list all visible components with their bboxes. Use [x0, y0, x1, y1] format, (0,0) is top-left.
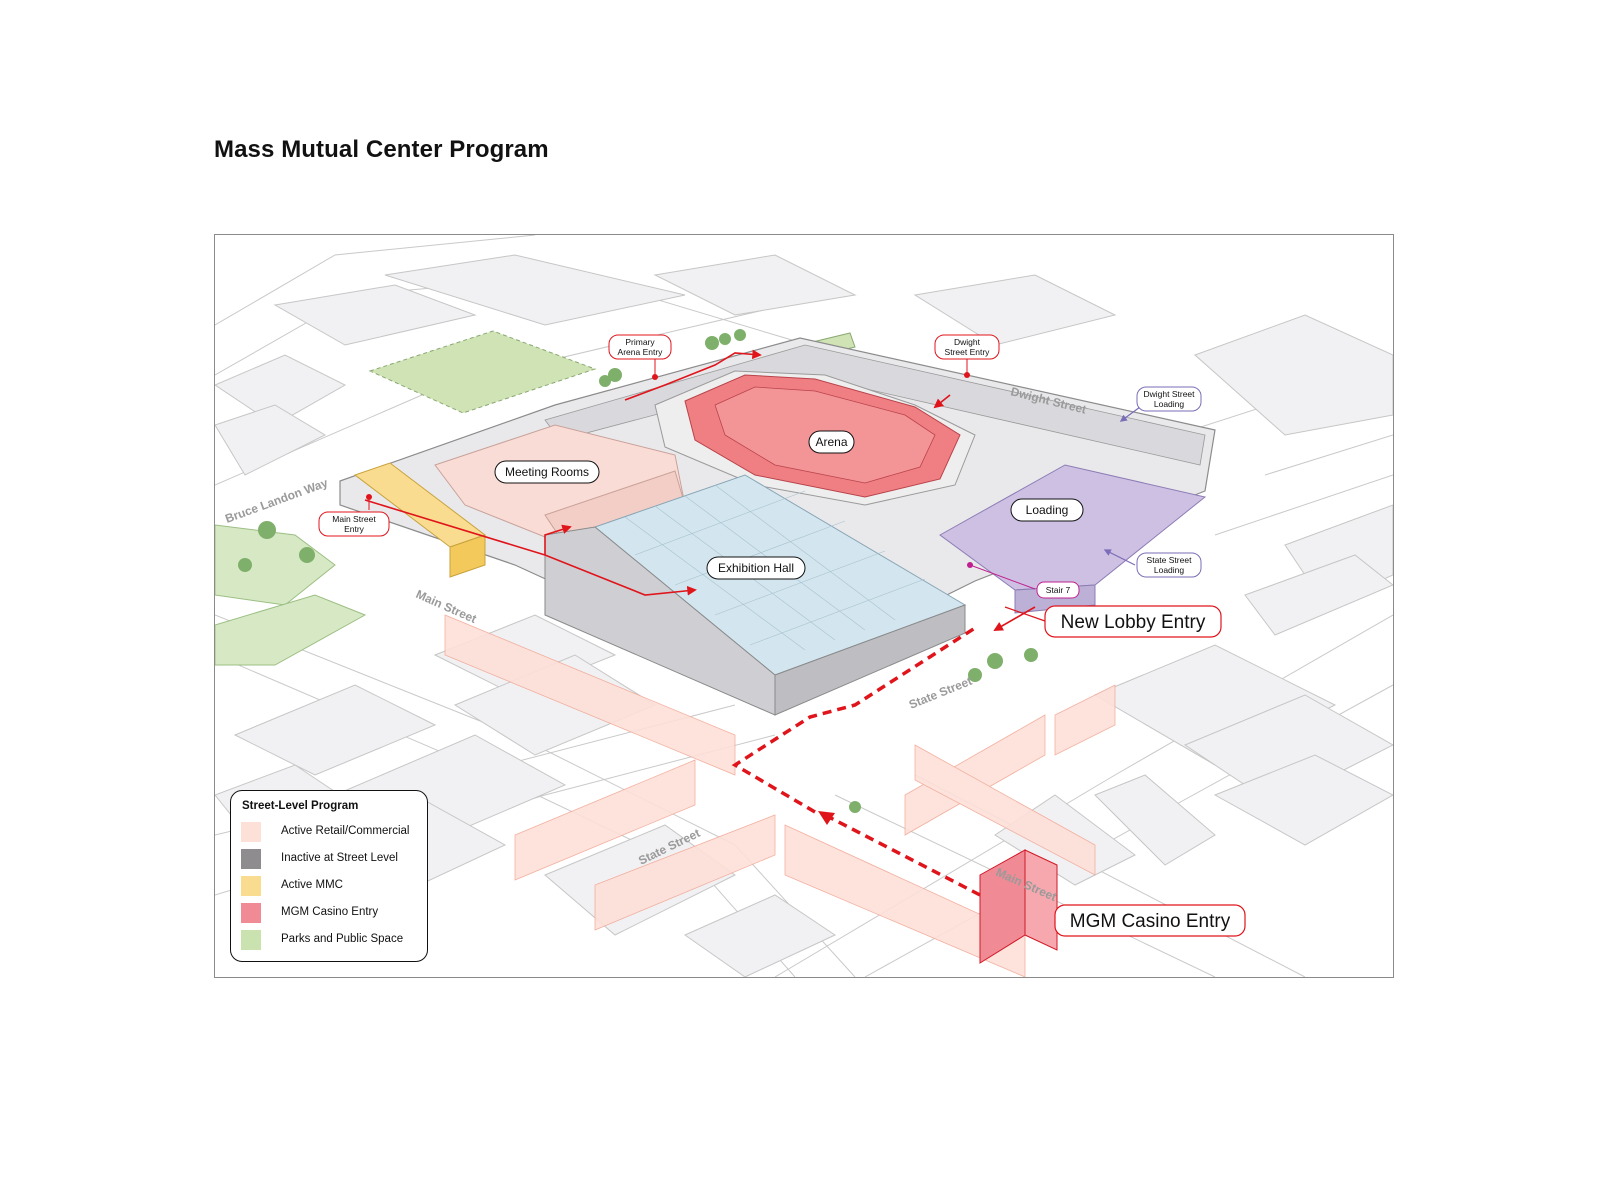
legend-label: Active MMC: [281, 879, 343, 891]
svg-text:Loading: Loading: [1154, 399, 1185, 409]
svg-text:Loading: Loading: [1154, 565, 1185, 575]
state-street-loading-callout: State Street Loading: [1136, 552, 1202, 578]
svg-text:MGM Casino Entry: MGM Casino Entry: [1070, 911, 1231, 932]
mgm-to-lobby-route: [731, 626, 981, 897]
stair-7-callout: Stair 7: [1036, 581, 1080, 599]
legend-title: Street-Level Program: [242, 800, 359, 812]
stair-7-marker: [967, 562, 1036, 590]
legend-swatch: [241, 930, 261, 950]
legend-label: Active Retail/Commercial: [281, 825, 410, 837]
entry-markers: [366, 359, 970, 510]
svg-text:Primary: Primary: [625, 337, 655, 347]
legend-swatch: [241, 876, 261, 896]
svg-text:Dwight: Dwight: [954, 337, 981, 347]
legend-label: Parks and Public Space: [281, 933, 404, 945]
street-level-program-legend: Street-Level Program Active Retail/Comme…: [230, 790, 428, 962]
exhibition-hall-label: Exhibition Hall: [706, 556, 806, 580]
svg-text:State Street: State Street: [1147, 555, 1193, 565]
legend-item-parks: Parks and Public Space: [241, 930, 425, 950]
svg-text:Entry: Entry: [344, 524, 365, 534]
arena-label: Arena: [808, 430, 855, 454]
primary-entry-routes: [364, 349, 1036, 631]
legend-item-active-mmc: Active MMC: [241, 876, 425, 896]
svg-text:Main Street: Main Street: [332, 514, 376, 524]
svg-text:Stair 7: Stair 7: [1046, 585, 1071, 595]
main-street-entry-callout: Main Street Entry: [318, 511, 390, 537]
active-retail-facades: [444, 614, 1116, 977]
route-arrow-head: [818, 811, 835, 825]
street-label-bruce-landon-way: Bruce Landon Way: [223, 476, 330, 526]
street-label-state-right: State Street: [907, 674, 974, 712]
legend-label: Inactive at Street Level: [281, 852, 398, 864]
legend-swatch: [241, 903, 261, 923]
legend-item-active-retail: Active Retail/Commercial: [241, 822, 425, 842]
meeting-rooms-label: Meeting Rooms: [494, 460, 600, 484]
loading-label: Loading: [1010, 498, 1084, 522]
site-diagram-frame: Dwight Street Bruce Landon Way Main Stre…: [214, 234, 1394, 978]
legend-item-inactive: Inactive at Street Level: [241, 849, 425, 869]
mgm-casino-entry-building: [979, 849, 1058, 964]
svg-text:Meeting Rooms: Meeting Rooms: [505, 465, 589, 479]
page-title: Mass Mutual Center Program: [214, 136, 549, 163]
svg-text:Exhibition Hall: Exhibition Hall: [718, 561, 794, 575]
svg-text:Loading: Loading: [1026, 503, 1069, 517]
svg-text:Arena: Arena: [815, 435, 847, 449]
legend-swatch: [241, 849, 261, 869]
svg-text:New Lobby Entry: New Lobby Entry: [1061, 612, 1206, 633]
legend-label: MGM Casino Entry: [281, 906, 379, 918]
new-lobby-entry-callout: New Lobby Entry: [1004, 605, 1222, 638]
primary-arena-entry-callout: Primary Arena Entry: [608, 334, 672, 360]
legend-item-mgm-casino-entry: MGM Casino Entry: [241, 903, 425, 923]
svg-text:Arena Entry: Arena Entry: [618, 347, 664, 357]
loading-arrows: [1103, 406, 1141, 566]
mgm-casino-entry-callout: MGM Casino Entry: [1054, 904, 1246, 937]
legend-swatch: [241, 822, 261, 842]
svg-text:Dwight Street: Dwight Street: [1143, 389, 1195, 399]
isometric-site-diagram: Dwight Street Bruce Landon Way Main Stre…: [215, 235, 1393, 977]
dwight-street-loading-callout: Dwight Street Loading: [1136, 386, 1202, 412]
svg-text:Street Entry: Street Entry: [945, 347, 991, 357]
dwight-street-entry-callout: Dwight Street Entry: [934, 334, 1000, 360]
